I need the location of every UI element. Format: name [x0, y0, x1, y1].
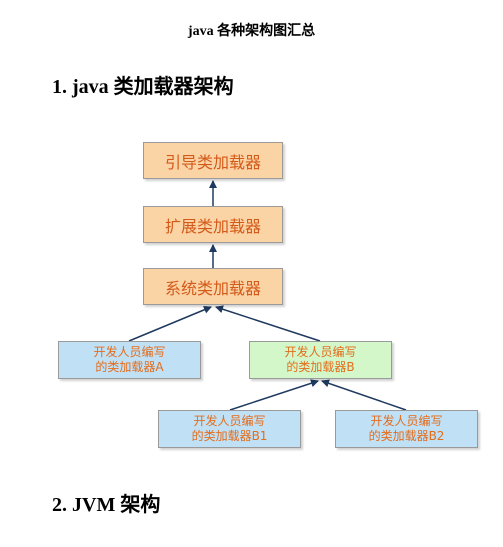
custom-loader-b-line2: 的类加载器B [286, 360, 355, 374]
section-heading-jvm: 2. JVM 架构 [52, 494, 161, 516]
bootstrap-loader-label: 引导类加载器 [164, 152, 261, 172]
arrow-b-to-sys [215, 305, 321, 342]
custom-loader-b1-line1: 开发人员编写 [193, 414, 266, 428]
extension-loader-label: 扩展类加载器 [164, 216, 261, 236]
extension-loader-box: 扩展类加载器 [143, 206, 283, 243]
custom-loader-a-line1: 开发人员编写 [93, 345, 166, 359]
arrow-a-to-sys [128, 305, 212, 342]
section-heading-class-loader: 1. java 类加载器架构 [52, 76, 234, 98]
document-title: java 各种架构图汇总 [187, 24, 316, 39]
custom-loader-b-box: 开发人员编写 的类加载器B [249, 341, 392, 379]
arrow-b2-to-b [321, 379, 407, 411]
bootstrap-loader-box: 引导类加载器 [143, 142, 283, 179]
custom-loader-b1-line2: 的类加载器B1 [191, 429, 268, 443]
custom-loader-b2-line1: 开发人员编写 [370, 414, 443, 428]
custom-loader-a-line2: 的类加载器A [95, 360, 164, 374]
custom-loader-b-line1: 开发人员编写 [284, 345, 357, 359]
custom-loader-a-box: 开发人员编写 的类加载器A [58, 341, 201, 379]
custom-loader-b2-line2: 的类加载器B2 [368, 429, 445, 443]
custom-loader-b2-box: 开发人员编写 的类加载器B2 [335, 410, 478, 448]
custom-loader-b1-box: 开发人员编写 的类加载器B1 [158, 410, 301, 448]
system-loader-label: 系统类加载器 [164, 278, 261, 298]
system-loader-box: 系统类加载器 [143, 268, 283, 305]
arrow-b1-to-b [229, 379, 319, 411]
